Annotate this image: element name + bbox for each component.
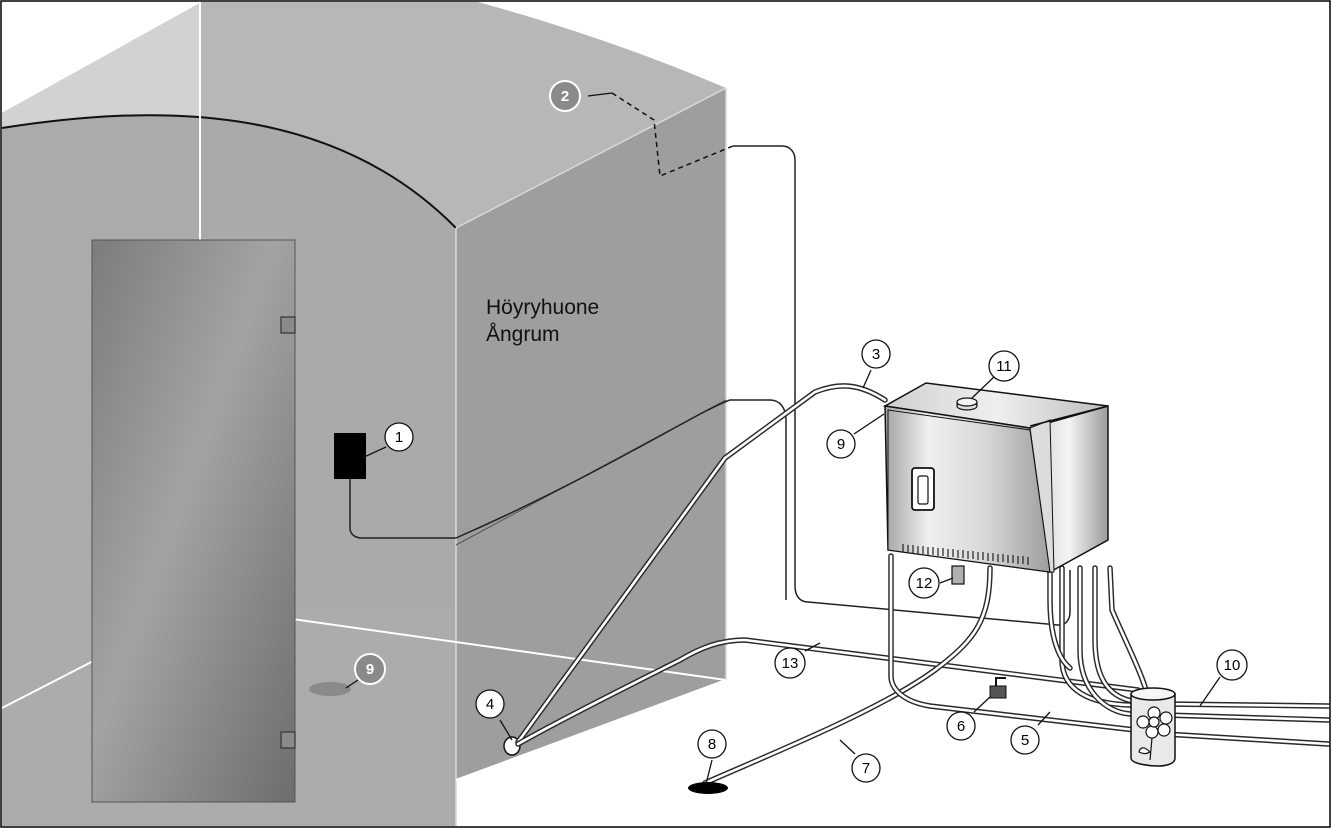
callouts: 1 2 3 4 5 6 7 8 [354, 80, 1248, 783]
room-label-line1: Höyryhuone [486, 296, 599, 319]
callout-11: 11 [988, 350, 1020, 382]
callout-3: 3 [861, 339, 891, 369]
leader-lines [345, 92, 1221, 785]
svg-text:9: 9 [366, 661, 374, 678]
room-edge-front-top [455, 87, 727, 229]
callout-4: 4 [475, 689, 505, 719]
callout-1: 1 [384, 422, 414, 452]
room-label-line2: Ångrum [486, 323, 560, 346]
room-edge-left [1, 1, 201, 113]
ceiling-arch [1, 114, 457, 229]
steam-room [1, 1, 787, 826]
floor-drain [688, 782, 728, 794]
callout-5: 5 [1010, 725, 1040, 755]
control-panel [334, 433, 366, 479]
svg-text:8: 8 [708, 736, 716, 753]
callout-8: 8 [697, 729, 727, 759]
svg-text:10: 10 [1224, 657, 1241, 674]
control-panel-cable [349, 399, 787, 600]
callout-13: 13 [774, 647, 806, 679]
door-hinge-top [280, 316, 296, 334]
svg-text:1: 1 [395, 429, 403, 446]
door-hinge-bottom [280, 731, 296, 749]
pipes [515, 383, 1331, 786]
callout-9-floor: 9 [354, 653, 386, 685]
callout-9-generator: 9 [826, 429, 856, 459]
sensor-cable [733, 145, 1071, 626]
svg-text:11: 11 [996, 358, 1012, 375]
shutoff-valve [989, 677, 1007, 699]
callout-6: 6 [946, 711, 976, 741]
svg-text:7: 7 [862, 760, 870, 777]
callout-10: 10 [1216, 649, 1248, 681]
svg-text:9: 9 [837, 436, 845, 453]
callout-12: 12 [908, 567, 940, 599]
generator-outlet [951, 565, 965, 585]
svg-text:6: 6 [957, 718, 965, 735]
room-front-face [456, 88, 726, 780]
flower-icon [1136, 706, 1173, 761]
svg-text:3: 3 [872, 346, 880, 363]
steam-generator [882, 382, 1109, 585]
svg-text:4: 4 [486, 696, 494, 713]
glass-door [91, 239, 296, 803]
floor-drain-room [309, 682, 351, 696]
room-edge-floor-front [455, 679, 727, 781]
svg-text:12: 12 [916, 575, 933, 592]
svg-text:2: 2 [561, 88, 569, 105]
temperature-sensor-line [611, 92, 734, 178]
svg-text:13: 13 [782, 655, 799, 672]
descaling-container [1130, 687, 1176, 767]
svg-text:5: 5 [1021, 732, 1029, 749]
callout-2: 2 [549, 80, 581, 112]
generator-vents [902, 544, 1029, 565]
callout-7: 7 [851, 753, 881, 783]
